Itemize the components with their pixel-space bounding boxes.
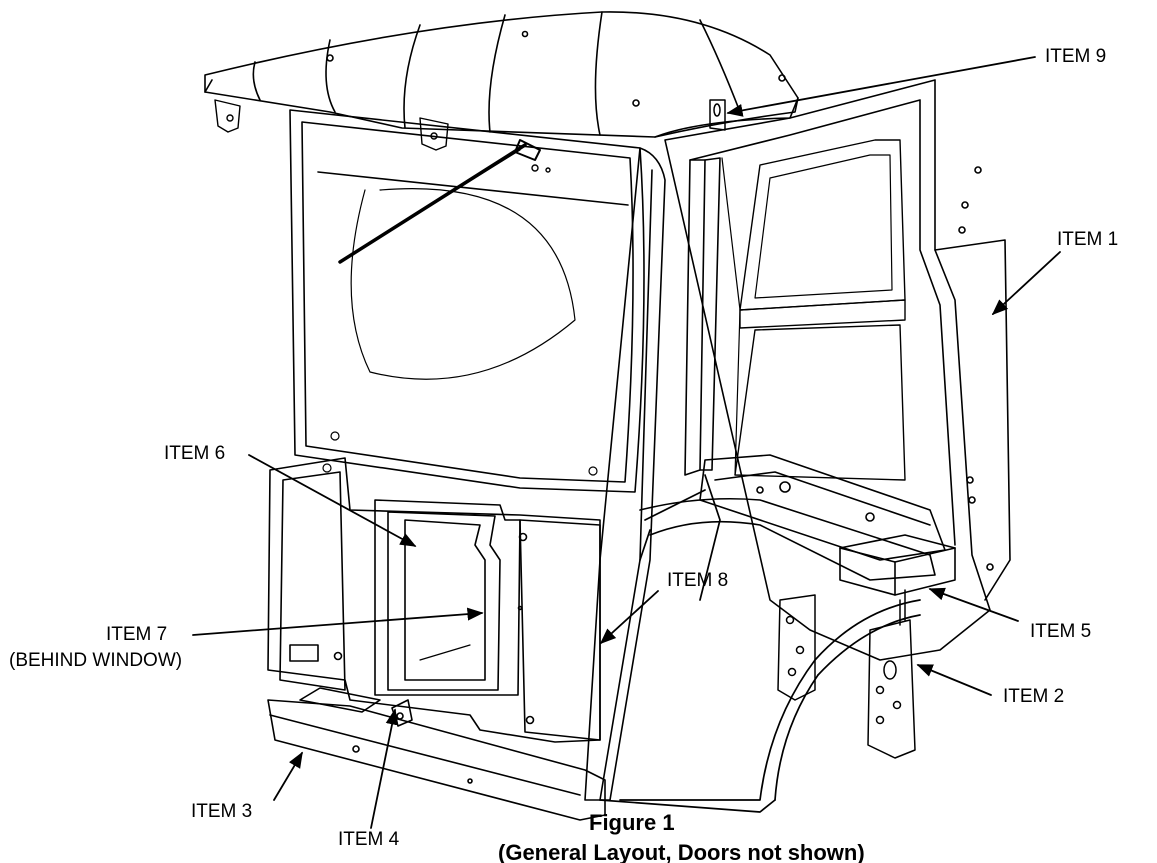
callout-item2: ITEM 2	[1003, 686, 1065, 707]
arrow-item6	[248, 454, 417, 547]
callout-item1: ITEM 1	[1057, 229, 1119, 250]
callout-item8: ITEM 8	[667, 570, 729, 591]
front-sill	[267, 687, 606, 821]
lower-front-panel	[267, 457, 601, 743]
arrow-item3	[273, 751, 303, 801]
arrow-item8	[599, 590, 659, 645]
arrow-item4	[370, 708, 399, 829]
arrow-item5	[928, 587, 1019, 622]
wiper	[338, 139, 541, 264]
callout-item7: ITEM 7	[106, 624, 168, 645]
callout-item4: ITEM 4	[338, 829, 400, 850]
windshield-bolts	[322, 431, 598, 476]
callout-item6: ITEM 6	[164, 443, 226, 464]
figure-subtitle: (General Layout, Doors not shown)	[498, 840, 865, 863]
arrow-item7	[192, 607, 484, 636]
roof	[204, 11, 799, 138]
arrow-item9	[726, 56, 1036, 117]
arrow-item2	[916, 664, 992, 696]
callout-item9: ITEM 9	[1045, 46, 1107, 67]
callout-item5: ITEM 5	[1030, 621, 1092, 642]
arrow-item1	[991, 251, 1061, 316]
mounting-brackets	[777, 589, 916, 759]
windshield	[289, 109, 645, 493]
control-box	[839, 534, 956, 596]
windshield-hinges	[214, 99, 551, 173]
figure-title: Figure 1	[589, 810, 675, 835]
callout-item3: ITEM 3	[191, 801, 253, 822]
callout-arrows	[192, 56, 1061, 829]
rear-post	[684, 157, 741, 476]
fender-arch	[599, 474, 921, 813]
callout-item7-note: (BEHIND WINDOW)	[9, 650, 183, 671]
